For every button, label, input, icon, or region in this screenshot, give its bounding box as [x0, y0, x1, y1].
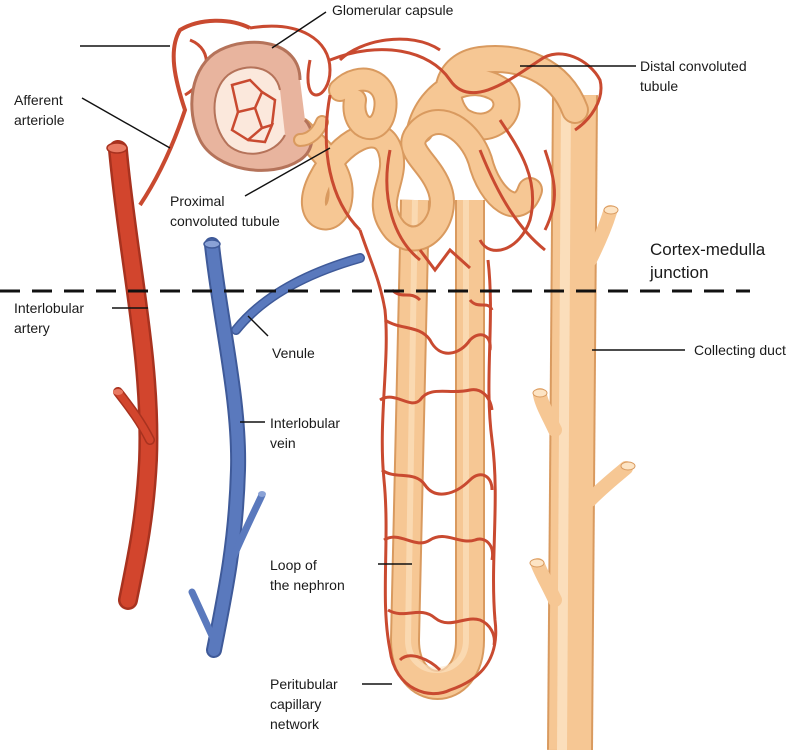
label-peritubular-line3: network — [270, 716, 320, 732]
peritubular-capillary-network — [249, 24, 603, 696]
label-afferent-line2: arteriole — [14, 112, 65, 128]
label-interlobular-artery-line1: Interlobular — [14, 300, 85, 316]
label-collecting-duct: Collecting duct — [694, 342, 786, 358]
glomerular-capsule — [190, 40, 329, 172]
glomerulus — [230, 78, 277, 144]
proximal-convoluted-tubule — [287, 67, 543, 252]
label-distal-tubule-line2: tubule — [640, 78, 679, 94]
interlobular-artery — [106, 140, 159, 610]
label-loop-line1: Loop of — [270, 557, 317, 573]
label-glomerular-capsule: Glomerular capsule — [332, 2, 454, 18]
label-afferent-line1: Afferent — [14, 92, 63, 108]
label-peritubular-line2: capillary — [270, 696, 322, 712]
collecting-duct — [529, 94, 636, 750]
label-proximal-line2: convoluted tubule — [170, 213, 280, 229]
label-cortex-medulla-line2: junction — [650, 263, 709, 282]
label-interlobular-artery-line2: artery — [14, 320, 50, 336]
label-interlobular-vein-line1: Interlobular — [270, 415, 341, 431]
interlobular-vein — [188, 237, 365, 658]
loop-of-the-nephron — [389, 199, 485, 700]
leader-lines — [80, 11, 685, 685]
label-distal-tubule-line1: Distal convoluted — [640, 58, 747, 74]
label-interlobular-vein-line2: vein — [270, 435, 296, 451]
label-cortex-medulla-line1: Cortex-medulla — [650, 240, 766, 259]
label-venule: Venule — [272, 345, 315, 361]
label-peritubular-line1: Peritubular — [270, 676, 338, 692]
label-proximal-line1: Proximal — [170, 193, 225, 209]
label-loop-line2: the nephron — [270, 577, 345, 593]
